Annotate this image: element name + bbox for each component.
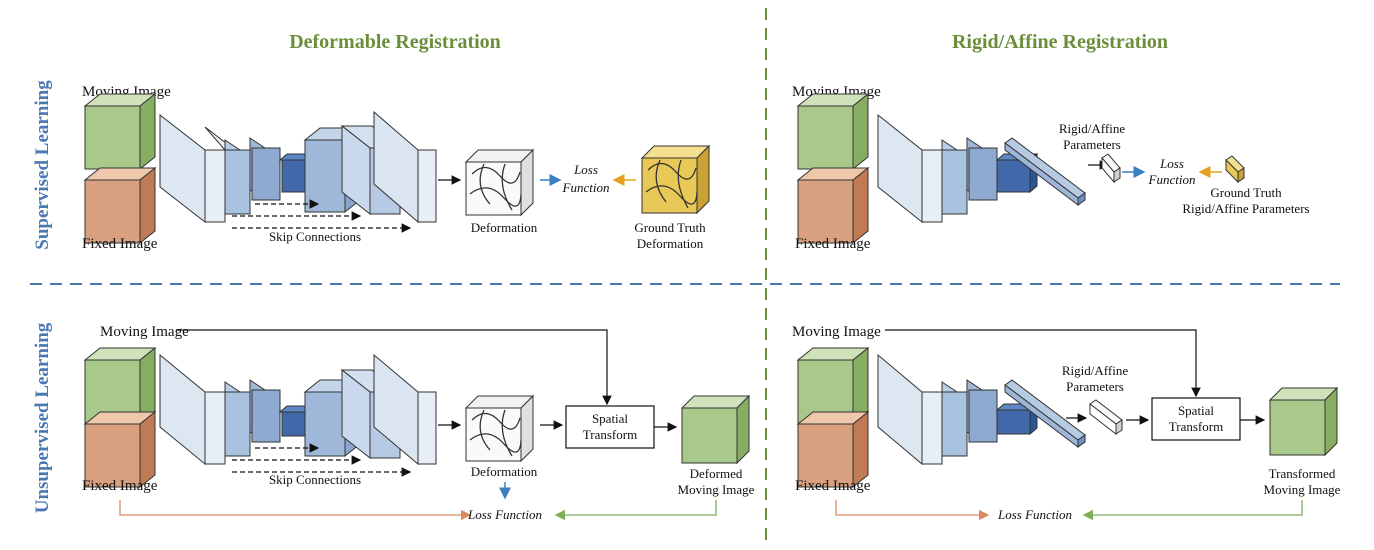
fixed-image-label: Fixed Image — [82, 478, 158, 494]
transform-label: Transform — [583, 427, 637, 442]
ground-truth-deformation-cube — [640, 144, 711, 215]
unet-encoder-decoder — [159, 110, 437, 224]
fixed-image-cube — [796, 410, 870, 489]
header-rigid: Rigid/Affine Registration — [952, 31, 1168, 53]
moving-image-cube — [796, 92, 870, 171]
fixed-image-label: Fixed Image — [795, 478, 871, 494]
fixed-image-label: Fixed Image — [795, 236, 871, 252]
rigid-params-label-line1: Rigid/Affine — [1059, 121, 1125, 136]
loss-label-line2: Function — [562, 180, 610, 195]
unet-encoder-decoder — [159, 353, 437, 466]
rigid-params-vector — [1101, 153, 1121, 184]
gt-rigid-label-line1: Ground Truth — [1210, 185, 1282, 200]
loss-function-label: Loss Function — [997, 507, 1072, 522]
transformed-label-line2: Moving Image — [1264, 482, 1341, 497]
moving-to-spatial-line — [176, 329, 612, 406]
loss-label-line2: Function — [1148, 172, 1196, 187]
header-deformable: Deformable Registration — [289, 31, 501, 53]
side-label-unsupervised: Unsupervised Learning — [32, 322, 53, 513]
moving-image-label: Moving Image — [792, 324, 881, 340]
fixed-image-cube — [83, 166, 157, 245]
rigid-params-vector — [1089, 399, 1123, 436]
deformation-label: Deformation — [471, 220, 538, 235]
gt-rigid-params-vector — [1225, 155, 1245, 184]
output-to-loss-line — [1082, 500, 1303, 521]
spatial-transform-box — [565, 405, 655, 449]
deformed-label-line2: Moving Image — [678, 482, 755, 497]
rigid-params-label-line2: Parameters — [1066, 379, 1124, 394]
fixed-image-cube — [83, 410, 157, 489]
deformation-field-cube — [464, 394, 535, 463]
fixed-to-loss-line — [119, 500, 472, 521]
moving-image-label: Moving Image — [100, 324, 189, 340]
panel-unsupervised-deformable: Moving Image Fixed Image — [82, 324, 755, 522]
spatial-label: Spatial — [592, 411, 628, 426]
cnn-encoder — [877, 353, 1086, 466]
deformation-field-cube — [464, 148, 535, 217]
spatial-transform-box — [1151, 397, 1241, 441]
panel-unsupervised-rigid: Moving Image Fixed Image — [792, 324, 1341, 522]
deformation-label: Deformation — [471, 464, 538, 479]
transform-label: Transform — [1169, 419, 1223, 434]
loss-label-line1: Loss — [1159, 156, 1184, 171]
skip-connections-label: Skip Connections — [269, 229, 361, 244]
fixed-image-label: Fixed Image — [82, 236, 158, 252]
spatial-label: Spatial — [1178, 403, 1214, 418]
rigid-params-label-line1: Rigid/Affine — [1062, 363, 1128, 378]
loss-label-line1: Loss — [573, 162, 598, 177]
transformed-label-line1: Transformed — [1269, 466, 1336, 481]
cnn-encoder — [877, 113, 1086, 224]
rigid-params-label-line2: Parameters — [1063, 137, 1121, 152]
loss-function-label: Loss Function — [467, 507, 542, 522]
fixed-to-loss-line — [835, 500, 990, 521]
skip-connections-label: Skip Connections — [269, 472, 361, 487]
deformed-label-line1: Deformed — [690, 466, 743, 481]
moving-to-spatial-line — [885, 329, 1201, 398]
transformed-moving-image-cube — [1268, 386, 1339, 457]
panel-supervised-deformable: Moving Image Fixed Image — [82, 84, 711, 252]
deformed-moving-image-cube — [680, 394, 751, 465]
moving-image-cube — [83, 92, 157, 171]
fixed-image-cube — [796, 166, 870, 245]
gt-rigid-label-line2: Rigid/Affine Parameters — [1182, 201, 1309, 216]
output-to-loss-line — [554, 500, 717, 521]
panel-supervised-rigid: Moving Image Fixed Image Rigid — [792, 84, 1310, 252]
side-label-supervised: Supervised Learning — [32, 80, 53, 250]
gt-label-line2: Deformation — [637, 236, 704, 251]
gt-label-line1: Ground Truth — [634, 220, 706, 235]
